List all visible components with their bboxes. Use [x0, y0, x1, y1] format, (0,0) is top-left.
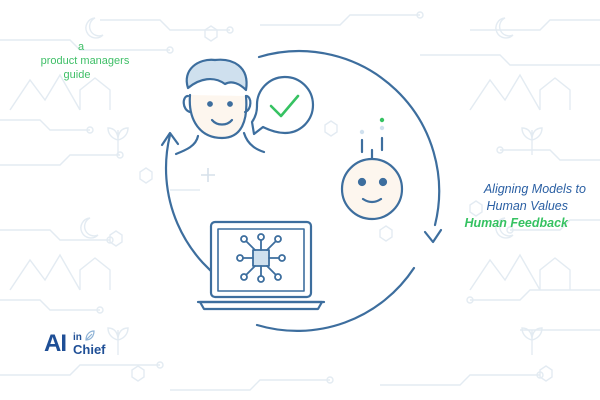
- checkmark-bubble-icon: [250, 75, 315, 136]
- headline: Aligning Models to Human Values Human Fe…: [416, 181, 586, 232]
- headline-line-2: Human Values: [486, 199, 568, 213]
- robot-head-icon: [340, 117, 404, 221]
- human-head-icon: [174, 58, 266, 156]
- guide-line-3: guide: [63, 69, 91, 81]
- headline-line-1: Aligning Models to: [483, 182, 586, 196]
- logo-ai: AI: [44, 330, 67, 357]
- logo-chief: Chief: [73, 342, 106, 357]
- neural-chip-icon: [236, 233, 286, 283]
- guide-caption: a product managers guide: [30, 40, 140, 82]
- headline-accent: Human Feedback: [464, 216, 568, 230]
- leaf-icon: [85, 330, 95, 341]
- guide-line-1: a: [77, 41, 85, 53]
- logo-in: in: [73, 332, 82, 343]
- guide-line-2: product managers: [40, 55, 130, 67]
- ai-in-chief-logo: AI in Chief: [44, 330, 114, 364]
